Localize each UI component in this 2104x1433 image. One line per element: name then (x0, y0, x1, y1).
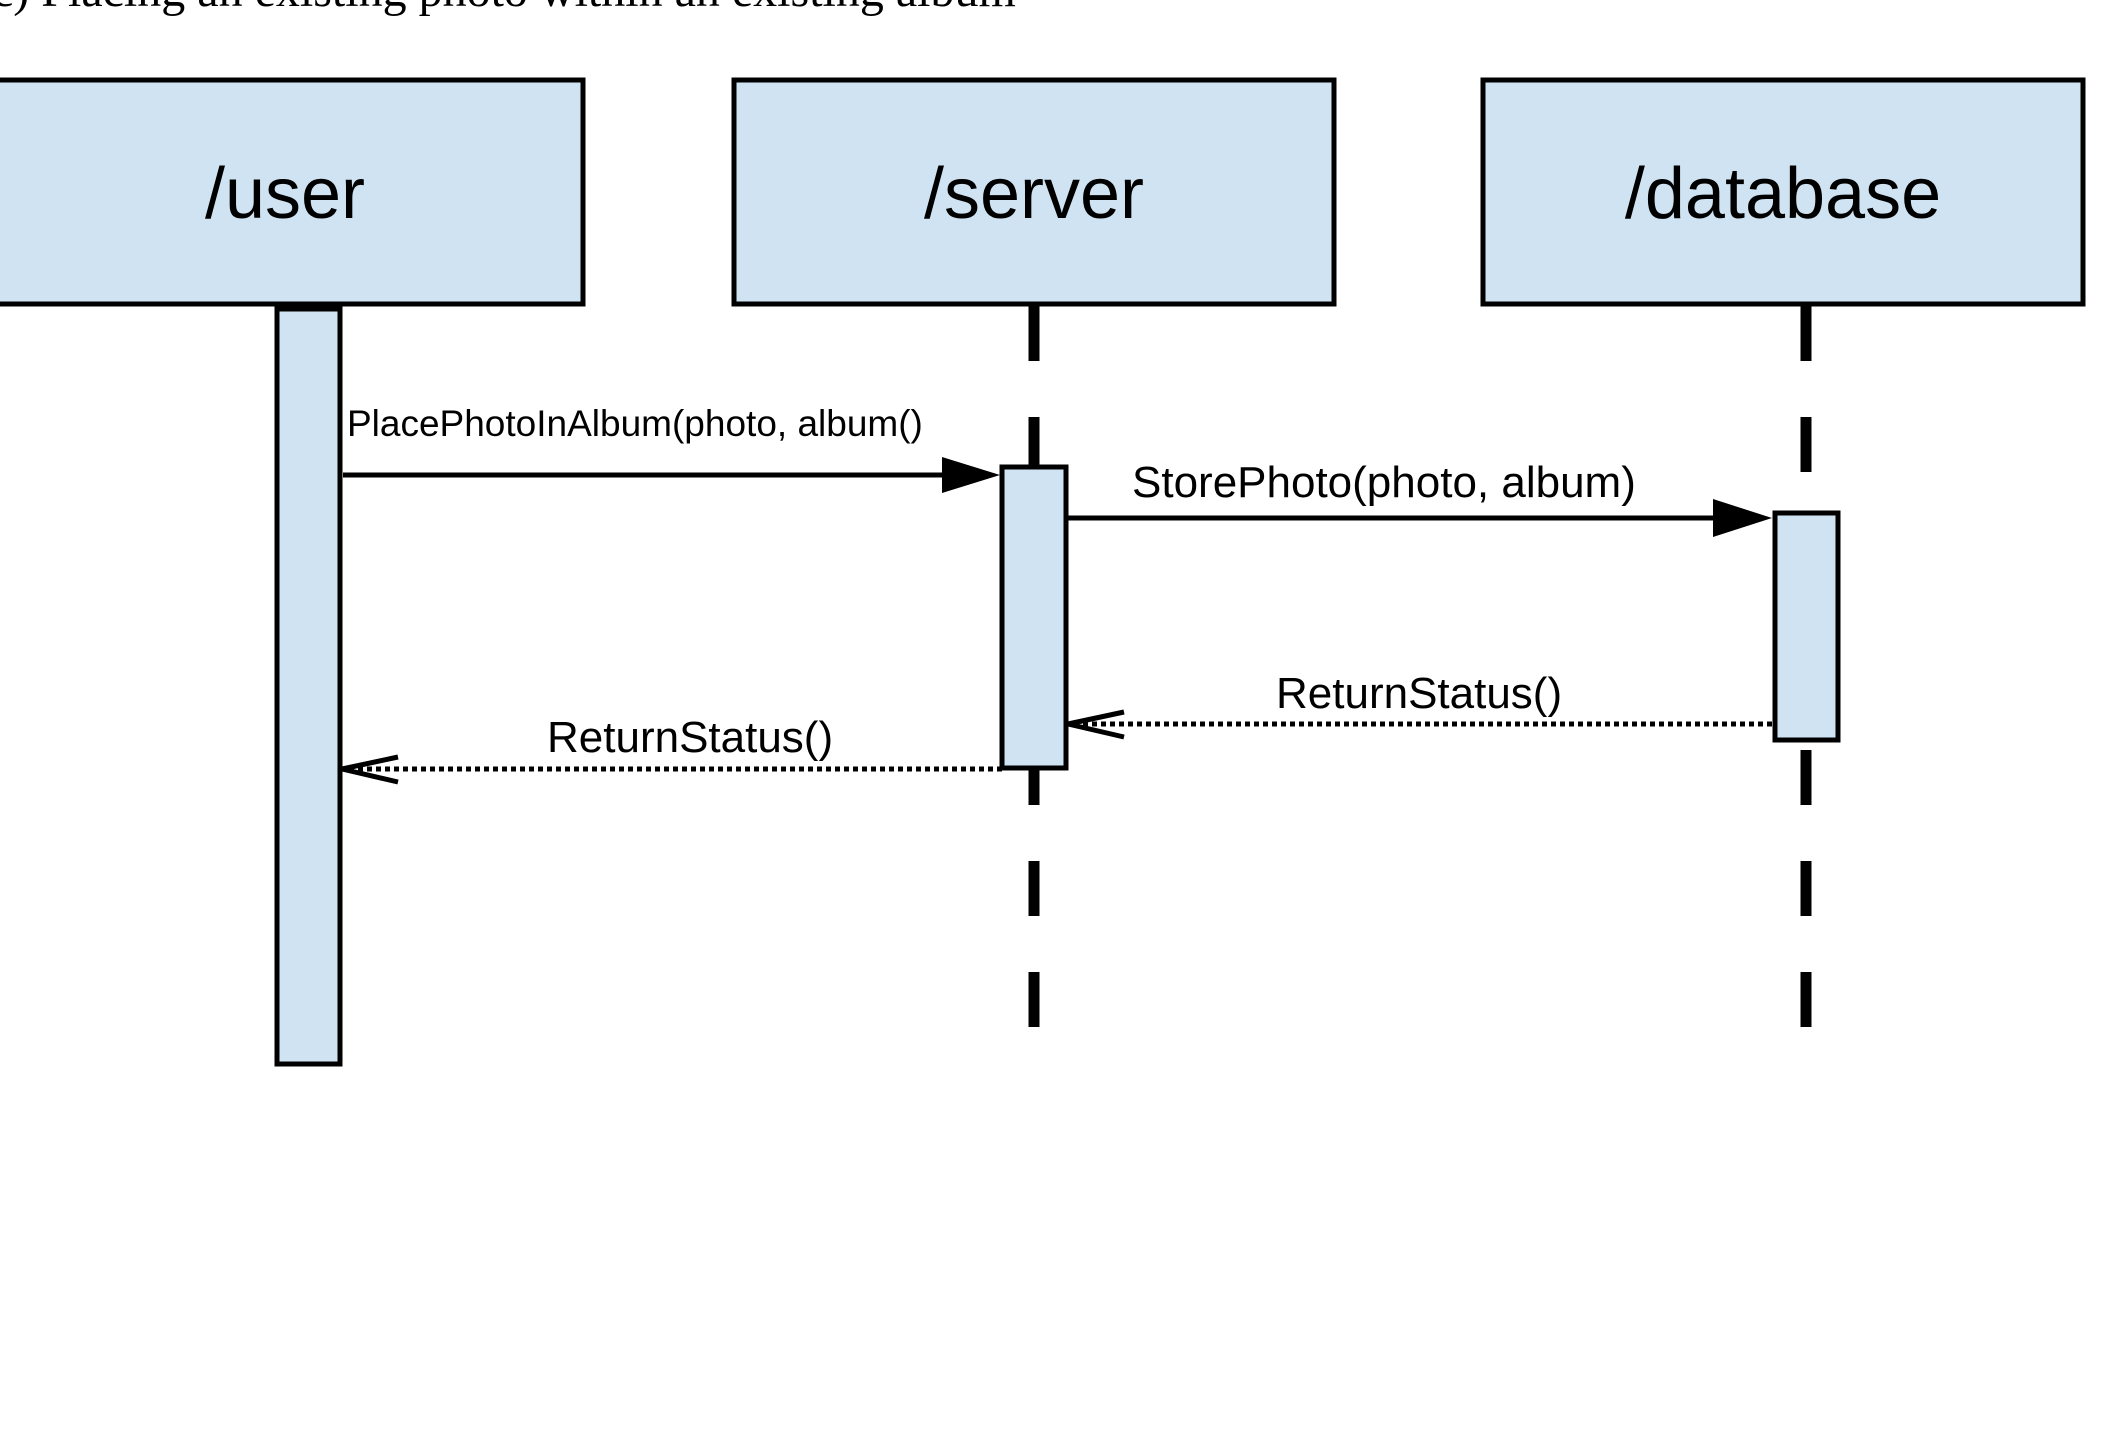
message-place-photo-label: PlacePhotoInAlbum(photo, album() (347, 403, 923, 444)
actor-server-label: /server (924, 154, 1144, 234)
actor-user-label: /user (205, 154, 365, 234)
message-return-status-db: ReturnStatus() (1067, 669, 1772, 740)
actor-server: /server (731, 77, 1337, 307)
actor-database-label: /database (1625, 154, 1941, 234)
message-store-photo-label: StorePhoto(photo, album) (1132, 458, 1636, 507)
message-return-status-server-label: ReturnStatus() (547, 713, 833, 762)
actor-database: /database (1480, 77, 2086, 307)
message-place-photo-arrowhead (942, 457, 1000, 493)
actor-server-box (731, 77, 1337, 307)
actor-user: /user (0, 77, 586, 307)
message-store-photo: StorePhoto(photo, album) (1066, 458, 1772, 537)
message-return-status-server-arrowhead (341, 754, 399, 785)
actor-user-box (0, 77, 586, 307)
diagram-caption: c) Placing an existing photo within an e… (0, 0, 1016, 17)
message-place-photo: PlacePhotoInAlbum(photo, album() (343, 403, 1000, 493)
message-return-status-server: ReturnStatus() (341, 713, 1002, 785)
activation-user (274, 306, 343, 1067)
activation-database (1772, 510, 1841, 743)
activation-server (999, 464, 1069, 771)
message-return-status-db-arrowhead (1067, 709, 1125, 740)
actor-database-box (1480, 77, 2086, 307)
message-store-photo-arrowhead (1713, 499, 1772, 537)
message-return-status-db-label: ReturnStatus() (1276, 669, 1562, 718)
